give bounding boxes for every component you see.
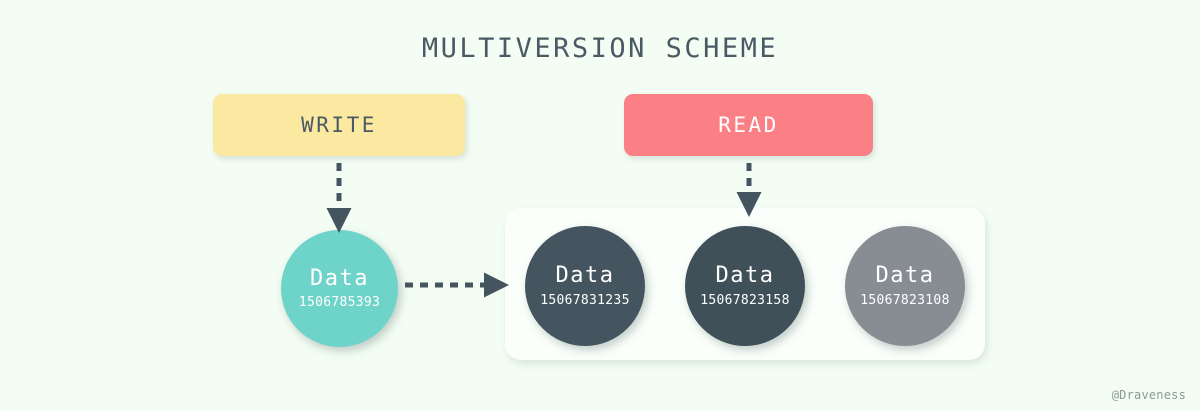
watermark: @Draveness — [1111, 388, 1186, 402]
version-node-2[interactable]: Data 15067823158 — [685, 226, 805, 346]
version-node-1-timestamp: 15067831235 — [540, 292, 630, 308]
staged-data-node[interactable]: Data 1506785393 — [281, 230, 398, 347]
read-operation-label: READ — [718, 113, 779, 137]
version-node-2-timestamp: 15067823158 — [700, 292, 790, 308]
write-operation-label: WRITE — [301, 113, 377, 137]
version-node-1-title: Data — [555, 263, 615, 289]
version-node-3[interactable]: Data 15067823108 — [845, 226, 965, 346]
read-operation-box[interactable]: READ — [624, 94, 873, 156]
write-operation-box[interactable]: WRITE — [213, 94, 465, 156]
version-node-1[interactable]: Data 15067831235 — [525, 226, 645, 346]
staged-data-node-timestamp: 1506785393 — [298, 295, 381, 311]
page-title: MULTIVERSION SCHEME — [421, 33, 779, 64]
version-node-3-title: Data — [875, 263, 935, 289]
staged-data-node-title: Data — [310, 265, 369, 291]
version-node-2-title: Data — [715, 263, 775, 289]
version-node-3-timestamp: 15067823108 — [860, 292, 950, 308]
